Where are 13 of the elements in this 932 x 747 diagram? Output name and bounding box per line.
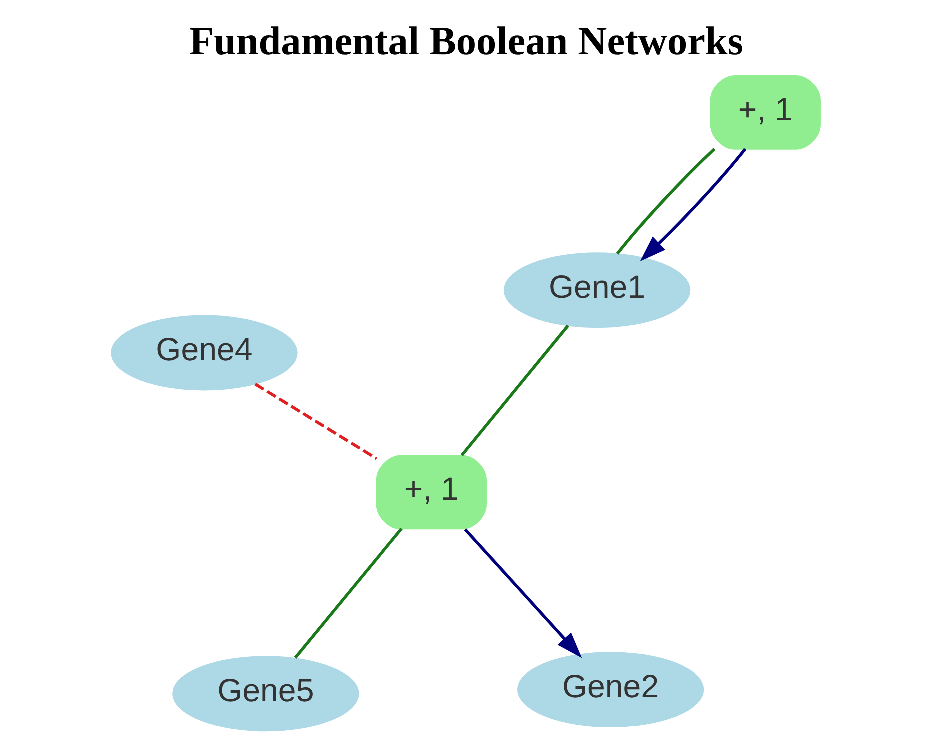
node-ellipse: Gene2 [517,652,704,728]
diagram-title: Fundamental Boolean Networks [189,18,744,64]
node-ellipse: Gene5 [172,656,360,732]
connector [294,528,403,659]
node-box: +, 1 [710,75,821,150]
node-box: +, 1 [376,455,487,530]
arrow [640,148,747,262]
arrow [464,528,582,658]
connector [254,383,378,460]
node-ellipse: Gene1 [504,252,691,328]
connector [616,148,716,255]
node-ellipse: Gene4 [111,315,298,391]
connector [460,324,570,456]
